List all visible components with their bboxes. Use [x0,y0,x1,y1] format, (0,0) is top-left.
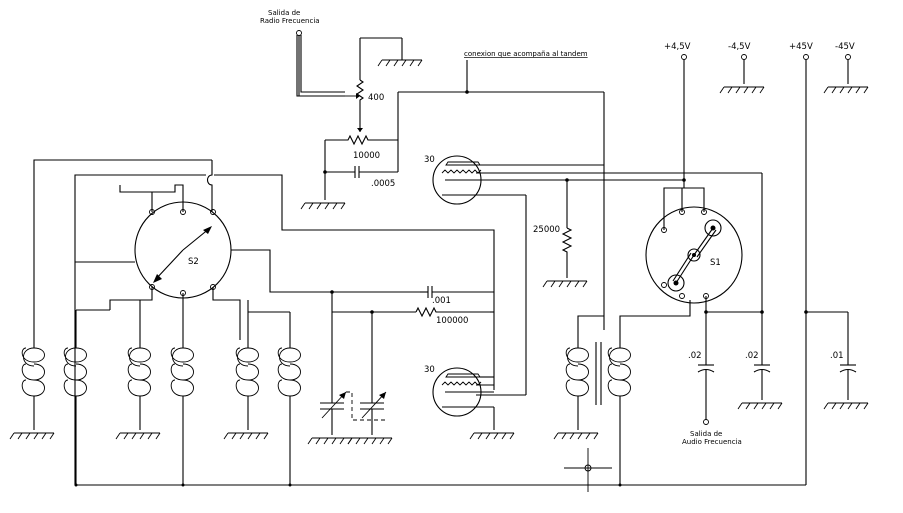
tandem-connection: conexion que acompaña al tandem [398,50,605,330]
supply-plus-4-5v: +4,5V [664,42,691,60]
s1-wiring [640,60,764,365]
svg-text:.02: .02 [745,351,759,361]
svg-text:10000: 10000 [353,151,380,161]
coil-bank-left [9,300,301,485]
switch-s2: S2 [134,201,232,299]
resistor-10000: 10000 .0005 [300,92,399,210]
svg-text:S1: S1 [710,258,721,268]
svg-text:.02: .02 [688,351,702,361]
potentiometer-400: 400 [345,37,423,120]
tube-30-top: 30 [424,155,762,395]
supply-plus-45v: +45V [789,42,813,485]
resistor-25000: 25000 [533,178,588,288]
cap-02-left: .02 Salida de Audio Frecuencia [682,351,742,446]
supply-minus-4-5v: -4,5V [719,42,765,94]
supply-minus-45v: -45V [823,42,869,94]
tube-30-bottom: 30 [424,365,526,440]
svg-text:Audio Frecuencia: Audio Frecuencia [682,438,742,446]
svg-text:400: 400 [368,93,384,103]
svg-text:-4,5V: -4,5V [728,42,751,52]
cap-001-res-100000: .001 100000 [331,286,494,395]
svg-text:100000: 100000 [436,316,468,326]
svg-text:Salida de: Salida de [268,9,300,17]
svg-text:+45V: +45V [789,42,813,52]
svg-text:Radio Frecuencia: Radio Frecuencia [260,17,320,25]
svg-text:30: 30 [424,155,435,165]
svg-text:25000: 25000 [533,225,560,235]
s2-wiring [33,159,495,485]
rf-output-label: Salida de Radio Frecuencia [260,9,320,25]
bottom-bus [74,483,806,487]
svg-text:.001: .001 [432,296,451,306]
svg-text:Salida de: Salida de [690,430,722,438]
cap-01: .01 [806,311,869,410]
svg-text:conexion que acompaña al tande: conexion que acompaña al tandem [464,50,588,58]
svg-text:.0005: .0005 [371,179,395,189]
tandem-variable-capacitors [307,391,393,445]
rf-output-cable [296,30,345,97]
svg-text:-45V: -45V [835,42,855,52]
cap-02-right: .02 [737,345,783,410]
audio-transformer [553,315,640,485]
switch-s1: S1 [645,206,743,304]
svg-text:S2: S2 [188,257,199,267]
svg-text:+4,5V: +4,5V [664,42,691,52]
svg-text:30: 30 [424,365,435,375]
svg-text:.01: .01 [830,351,844,361]
